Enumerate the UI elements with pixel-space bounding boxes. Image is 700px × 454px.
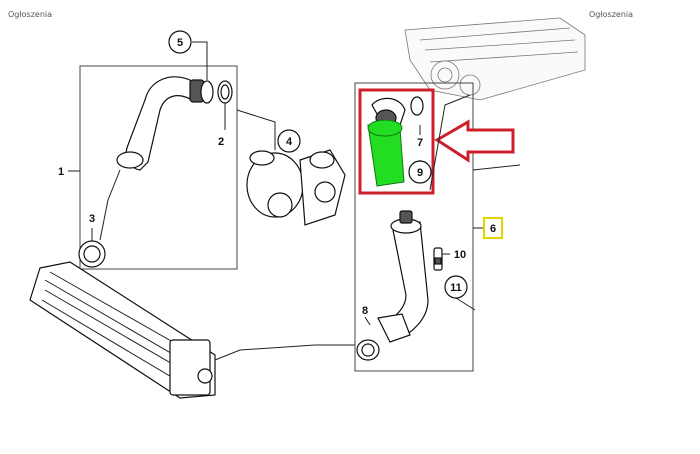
turbocharger-4 xyxy=(246,149,346,226)
callout-badge-6 xyxy=(483,217,503,239)
hose-7-9-highlighted xyxy=(367,96,424,187)
hose-5 xyxy=(116,76,214,171)
callout-circle-5 xyxy=(168,30,192,54)
intercooler xyxy=(29,261,216,399)
hose-lower xyxy=(377,210,429,343)
callout-11: 11 xyxy=(450,282,462,294)
group-frame-1 xyxy=(79,65,238,270)
callout-4: 4 xyxy=(286,136,293,148)
callout-circle-11 xyxy=(444,275,468,299)
leader-lines xyxy=(68,41,521,361)
engine-block xyxy=(404,17,586,101)
highlight-arrow xyxy=(434,119,515,163)
callout-1: 1 xyxy=(58,166,64,178)
callout-5: 5 xyxy=(177,37,183,49)
callout-8: 8 xyxy=(362,305,368,317)
callout-6: 6 xyxy=(490,223,496,235)
sensor-10 xyxy=(433,247,443,271)
ads-label-left: Ogłoszenia xyxy=(8,10,53,19)
ads-label-right: Ogłoszenia xyxy=(589,10,634,19)
callout-circle-9 xyxy=(408,160,432,184)
callout-2: 2 xyxy=(218,136,224,148)
callout-7: 7 xyxy=(417,137,423,149)
callout-10: 10 xyxy=(454,249,466,261)
highlight-box xyxy=(358,88,435,195)
group-frame-6 xyxy=(354,82,474,372)
callout-9: 9 xyxy=(417,167,423,179)
callout-3: 3 xyxy=(89,213,95,225)
callout-circle-4 xyxy=(277,129,301,153)
